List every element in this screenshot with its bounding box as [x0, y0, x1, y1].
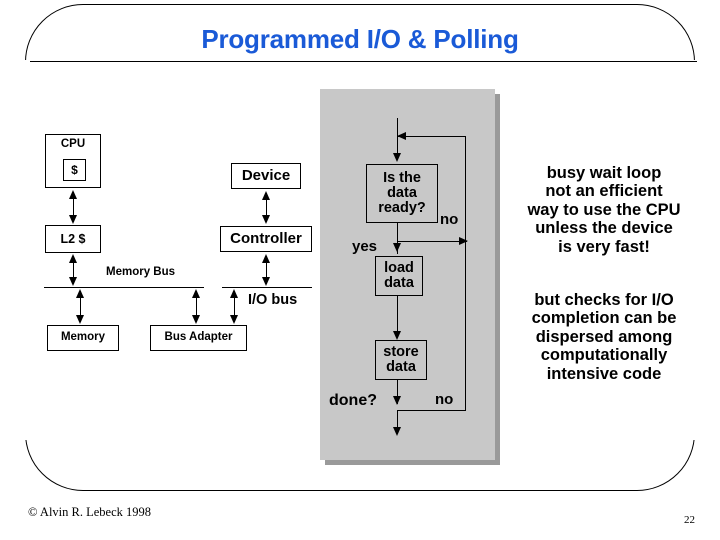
cpu-l2-arrow-up	[69, 190, 77, 199]
note-dispersed-checks: but checks for I/O completion can be dis…	[531, 291, 677, 383]
bus-adapter-box: Bus Adapter	[150, 325, 247, 351]
flow-exit-arrow	[393, 427, 401, 436]
no-done-line	[397, 410, 466, 411]
no-ready-label: no	[440, 211, 459, 228]
adapter-iobus-arrow-up	[230, 289, 238, 298]
flow-exit-line	[397, 410, 398, 434]
cache-box: $	[63, 159, 86, 181]
load-store-link	[397, 296, 398, 338]
loop-return-rail	[465, 136, 466, 410]
cache-label: $	[71, 162, 78, 177]
io-bus-label: I/O bus	[248, 292, 298, 308]
no-branch-arrow	[459, 236, 468, 245]
memory-bus-label: Memory Bus	[106, 266, 176, 278]
no-branch-stub	[397, 223, 398, 241]
io-bus-line	[222, 287, 312, 288]
cpu-l2-arrow-down	[69, 215, 77, 224]
adapter-arrow-down	[192, 315, 200, 324]
memory-arrow-down	[76, 315, 84, 324]
done-stub	[397, 380, 398, 404]
no-branch-line	[397, 241, 467, 242]
page-number: 22	[684, 514, 695, 526]
loop-return-arrow	[397, 131, 406, 140]
cpu-label: CPU	[60, 138, 86, 150]
controller-arrow-down	[262, 277, 270, 286]
controller-iobus-link	[266, 256, 267, 284]
done-stub-arrow	[393, 396, 401, 405]
store-data-label: store data	[383, 343, 419, 375]
controller-arrow-up	[262, 254, 270, 263]
store-data-box: store data	[375, 340, 427, 380]
controller-label: Controller	[230, 230, 302, 248]
load-store-arrow	[393, 331, 401, 340]
frame-mask-left	[18, 60, 36, 440]
device-arrow-down	[262, 215, 270, 224]
memory-label: Memory	[60, 331, 106, 344]
adapter-bus-drop	[196, 291, 197, 322]
l2-cache-label: L2 $	[60, 231, 86, 246]
no-done-label: no	[435, 391, 454, 408]
frame-mask-right	[684, 60, 704, 440]
l2-bus-arrow-down	[69, 277, 77, 286]
load-data-label: load data	[384, 259, 414, 291]
load-data-box: load data	[375, 256, 423, 296]
controller-box: Controller	[220, 226, 312, 252]
memory-bus-line-2	[164, 287, 204, 288]
memory-bus-line	[44, 287, 164, 288]
done-label: done?	[329, 392, 377, 409]
memory-arrow-up	[76, 289, 84, 298]
yes-label: yes	[352, 238, 378, 255]
l2-bus-arrow-up	[69, 254, 77, 263]
yes-path-arrow	[393, 243, 401, 252]
adapter-arrow-up	[192, 289, 200, 298]
device-arrow-up	[262, 191, 270, 200]
l2-cache-box: L2 $	[45, 225, 101, 253]
page-title: Programmed I/O & Polling	[201, 24, 519, 54]
l2-bus-link	[73, 256, 74, 284]
device-box: Device	[231, 163, 301, 189]
memory-box: Memory	[47, 325, 119, 351]
adapter-iobus-arrow-down	[230, 315, 238, 324]
memory-bus-drop	[80, 291, 81, 322]
device-controller-link	[266, 193, 267, 222]
check-data-ready-label: Is the data ready?	[378, 169, 426, 217]
bus-adapter-label: Bus Adapter	[164, 331, 233, 344]
check-data-ready-box: Is the data ready?	[366, 164, 438, 223]
title-divider	[30, 61, 697, 62]
flow-entry-arrow	[393, 153, 401, 162]
device-label: Device	[241, 167, 291, 185]
cpu-l2-link	[73, 192, 74, 222]
loop-return-top	[398, 136, 466, 137]
adapter-iobus-link	[234, 291, 235, 322]
copyright-text: © Alvin R. Lebeck 1998	[28, 505, 152, 519]
note-busy-wait: busy wait loop not an efficient way to u…	[527, 164, 681, 256]
cpu-box: CPU	[45, 134, 101, 188]
